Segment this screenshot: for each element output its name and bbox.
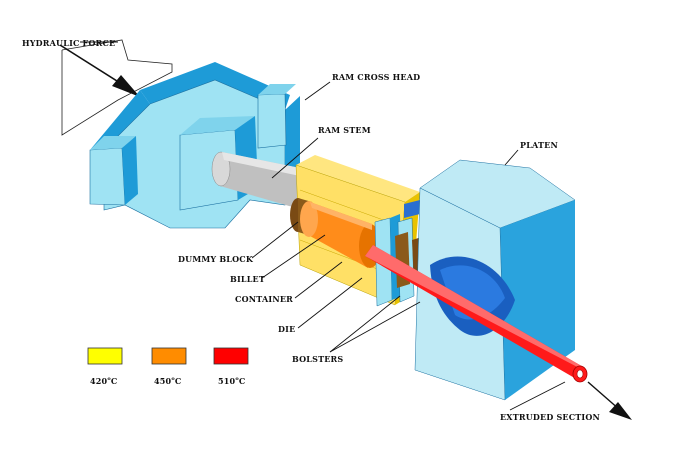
legend-temp-510: 510oC [218, 376, 245, 386]
ram-stem [211, 151, 300, 208]
label-container: CONTAINER [235, 294, 293, 304]
extruded-section [365, 245, 588, 383]
label-dummy-block: DUMMY BLOCK [178, 254, 254, 264]
legend-temp-420: 420oC [90, 376, 117, 386]
label-bolsters: BOLSTERS [292, 354, 343, 364]
label-billet: BILLET [230, 274, 265, 284]
label-die: DIE [278, 324, 295, 334]
legend-temp-450: 450oC [154, 376, 181, 386]
extrusion-direction-arrow [587, 381, 632, 420]
label-platen: PLATEN [520, 140, 558, 150]
legend-swatch-420 [87, 347, 123, 365]
label-ram-stem: RAM STEM [318, 125, 371, 135]
leader-lines [80, 41, 566, 411]
ram-cross-head [89, 62, 300, 229]
label-ram-cross-head: RAM CROSS HEAD [332, 72, 420, 82]
temperature-legend: 420oC 450oC 510oC [87, 347, 249, 386]
label-extruded-section: EXTRUDED SECTION [500, 412, 600, 422]
legend-swatch-510 [213, 347, 249, 365]
label-hydraulic-force: HYDRAULIC FORCE [22, 38, 115, 48]
hydraulic-force-outline [59, 39, 173, 136]
legend-swatch-450 [151, 347, 187, 365]
platen [414, 159, 576, 401]
